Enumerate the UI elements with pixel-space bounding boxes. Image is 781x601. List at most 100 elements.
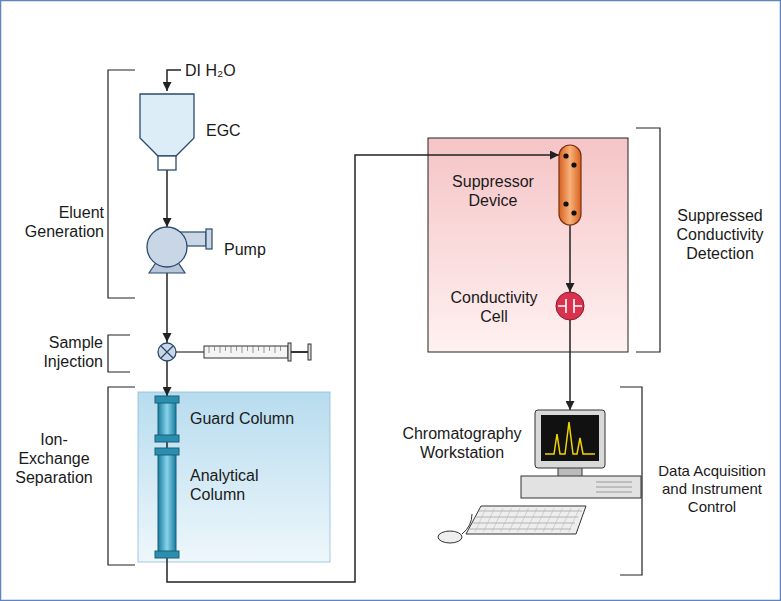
component-node: Chromatography Workstation <box>392 408 646 548</box>
drawing-part <box>158 343 176 361</box>
section-label: Eluent Generation <box>6 203 104 241</box>
drawing-part <box>220 346 221 353</box>
drawing-part <box>155 448 179 455</box>
drawing-part <box>535 508 546 532</box>
drawing-part <box>438 531 462 543</box>
drawing-part <box>291 351 308 353</box>
drawing-part <box>475 508 486 532</box>
drawing-part <box>288 343 291 361</box>
drawing-part <box>541 415 599 461</box>
drawing-part <box>559 145 581 225</box>
drawing-part <box>155 396 179 403</box>
drawing-part <box>560 508 571 532</box>
drawing-part <box>209 346 281 353</box>
section-label: Sample Injection <box>6 333 103 371</box>
drawing-part <box>158 400 176 438</box>
component-label: Pump <box>224 240 280 259</box>
drawing-part <box>264 346 265 353</box>
drawing-part <box>206 229 212 249</box>
drawing-part <box>526 508 537 532</box>
drawing-part <box>462 514 472 534</box>
drawing-part <box>596 487 632 488</box>
flow-connector <box>569 225 571 292</box>
component-icon <box>556 144 584 226</box>
section-label: DI H₂O <box>185 61 245 80</box>
drawing-part <box>552 508 563 532</box>
drawing-part <box>556 292 584 320</box>
bracket <box>108 335 130 372</box>
component-icon <box>155 448 179 558</box>
drawing-part <box>509 508 520 532</box>
component-node: Analytical Column <box>155 448 292 558</box>
component-icon <box>155 396 179 442</box>
drawing-part <box>209 346 210 353</box>
component-node: EGC <box>136 92 258 172</box>
drawing-part <box>269 346 270 351</box>
drawing-part <box>556 292 584 320</box>
drawing-part <box>147 227 212 273</box>
drawing-part <box>501 508 512 532</box>
arrowhead <box>163 333 172 342</box>
component-node: Conductivity Cell <box>444 288 586 328</box>
component-label: Chromatography Workstation <box>392 424 532 462</box>
drawing-part <box>231 346 232 353</box>
drawing-part <box>280 346 281 351</box>
drawing-part <box>155 396 179 442</box>
drawing-part <box>571 162 576 167</box>
drawing-part <box>521 476 641 498</box>
drawing-part <box>596 482 632 483</box>
drawing-part <box>225 346 226 351</box>
drawing-part <box>161 346 173 358</box>
drawing-part <box>140 94 194 170</box>
component-node: Guard Column <box>155 396 320 442</box>
component-label: Conductivity Cell <box>444 288 544 326</box>
drawing-part <box>140 94 194 170</box>
drawing-part <box>155 396 179 442</box>
drawing-part <box>559 145 581 225</box>
drawing-part <box>155 435 179 442</box>
drawing-part <box>563 153 568 158</box>
drawing-part <box>155 448 179 558</box>
drawing-part <box>214 346 215 351</box>
drawing-part <box>155 551 179 558</box>
drawing-part <box>258 346 259 351</box>
drawing-part <box>147 227 187 273</box>
component-icon <box>140 226 220 274</box>
syringe <box>176 343 311 361</box>
component-node: Pump <box>140 226 282 274</box>
water-inlet-arrow <box>167 70 181 91</box>
bracket <box>108 70 135 298</box>
component-label: Suppressor Device <box>442 172 544 210</box>
drawing-part <box>242 346 243 353</box>
drawing-part <box>556 292 584 320</box>
section-brackets <box>108 70 660 575</box>
drawing-part <box>147 227 187 267</box>
drawing-part <box>468 529 571 530</box>
drawing-part <box>308 344 311 360</box>
drawing-part <box>176 351 204 352</box>
drawing-part <box>204 346 288 358</box>
drawing-part <box>155 448 179 558</box>
drawing-part <box>596 492 632 493</box>
drawing-part <box>518 508 529 532</box>
drawing-part <box>558 299 582 313</box>
drawing-part <box>253 346 254 353</box>
drawing-part <box>559 145 581 225</box>
drawing-part <box>247 346 248 351</box>
component-node: Suppressor Device <box>442 144 584 226</box>
flow-connector <box>569 320 571 410</box>
drawing-part <box>563 201 568 206</box>
drawing-part <box>545 422 595 454</box>
detection-panel <box>428 138 628 352</box>
drawing-part <box>140 94 194 156</box>
drawing-part <box>535 410 605 468</box>
drawing-part <box>571 210 576 215</box>
drawing-part <box>484 508 495 532</box>
section-label: Ion-Exchange Separation <box>8 430 100 488</box>
component-label: Analytical Column <box>190 466 290 504</box>
component-icon <box>136 92 198 172</box>
